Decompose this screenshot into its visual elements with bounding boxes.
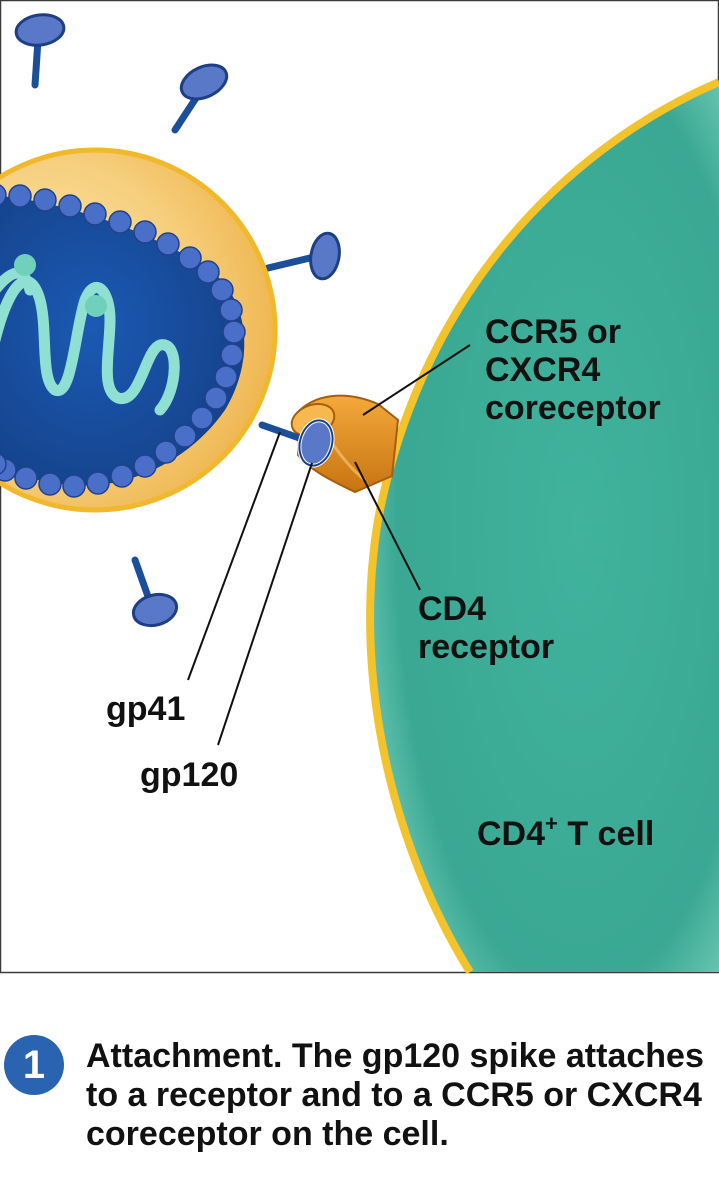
coreceptor-label: CCR5 or CXCR4 coreceptor <box>485 313 661 427</box>
capsid-bead <box>222 320 246 344</box>
cell-label-superscript: + <box>545 811 558 836</box>
capsid-bead <box>204 386 228 410</box>
capsid-bead <box>220 343 244 367</box>
capsid-bead <box>108 210 132 234</box>
virus-capsid <box>0 184 246 498</box>
diagram-canvas: CCR5 or CXCR4 coreceptor CD4 receptor gp… <box>0 0 719 975</box>
capsid-bead <box>210 278 234 302</box>
cell-label-rest: T cell <box>558 815 654 853</box>
capsid-bead <box>190 406 214 430</box>
coreceptor-label-line2: CXCR4 <box>485 351 600 389</box>
capsid-bead <box>133 454 157 478</box>
capsid-bead <box>58 194 82 218</box>
cd4-label-line1: CD4 <box>418 590 486 628</box>
coreceptor-label-line3: coreceptor <box>485 389 661 427</box>
ribosome-dots <box>14 254 107 317</box>
t-cell <box>366 78 719 975</box>
capsid-bead <box>14 466 38 490</box>
caption-text: Attachment. The gp120 spike attaches to … <box>86 1037 704 1153</box>
hiv-attachment-diagram: CCR5 or CXCR4 coreceptor CD4 receptor gp… <box>0 0 719 975</box>
coreceptor-label-line1: CCR5 or <box>485 313 621 351</box>
gp41-label: gp41 <box>106 690 185 728</box>
capsid-bead <box>110 464 134 488</box>
capsid-bead <box>8 184 32 208</box>
capsid-bead <box>173 424 197 448</box>
cd4-label-line2: receptor <box>418 628 554 666</box>
capsid-bead <box>38 472 62 496</box>
capsid-bead <box>86 471 110 495</box>
gp120-label: gp120 <box>140 756 238 794</box>
capsid-bead <box>83 202 107 226</box>
capsid-bead <box>219 298 243 322</box>
capsid-bead <box>0 184 7 206</box>
envelope-spikes <box>31 36 314 606</box>
gp120-leader <box>217 462 313 746</box>
capsid-bead <box>33 188 57 212</box>
capsid-bead <box>154 440 178 464</box>
coreceptor-leader <box>362 344 471 416</box>
cell-label-main: CD4 <box>477 815 545 853</box>
gp120-spike <box>297 418 335 468</box>
spike-heads <box>14 13 341 628</box>
cell-label: CD4+ T cell <box>477 811 654 853</box>
cd4-receptor-label: CD4 receptor <box>418 590 554 666</box>
step-number-badge: 1 <box>4 1035 64 1095</box>
capsid-bead <box>196 260 220 284</box>
gp41-leader <box>187 431 281 681</box>
leader-lines <box>187 344 471 746</box>
capsid-bead <box>133 220 157 244</box>
capsid-bead <box>156 232 180 256</box>
capsid-bead <box>0 453 7 475</box>
cd4-leader <box>354 461 421 591</box>
step-caption: 1 Attachment. The gp120 spike attaches t… <box>0 1015 719 1200</box>
capsid-bead <box>214 365 238 389</box>
capsid-bead <box>62 474 86 498</box>
capsid-bead <box>178 246 202 270</box>
